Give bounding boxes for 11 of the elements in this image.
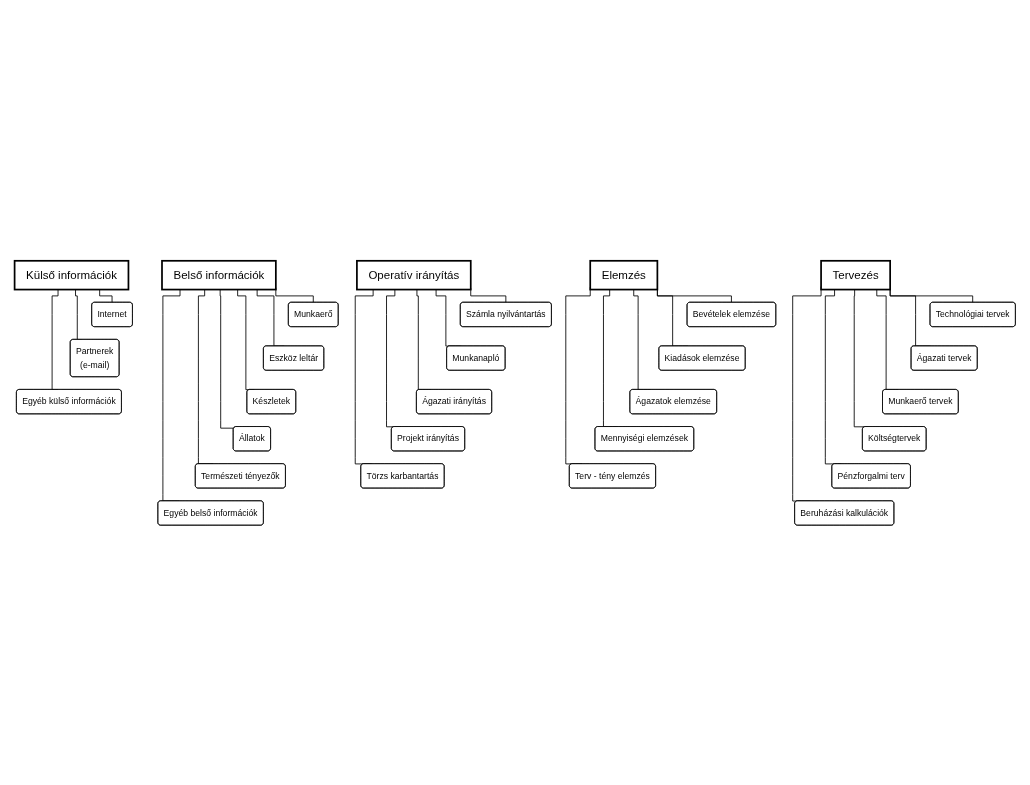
- node-box: Belső információk: [161, 259, 277, 290]
- node-box: Operatív irányítás: [356, 259, 472, 290]
- connector: [162, 288, 181, 501]
- node-box: Tervezés: [820, 259, 891, 290]
- connector: [470, 287, 507, 303]
- node-box: Külső információk: [13, 259, 130, 290]
- connector: [354, 288, 374, 464]
- node-box: Elemzés: [589, 259, 659, 290]
- connector: [219, 288, 235, 429]
- connector: [51, 288, 59, 390]
- connector: [99, 288, 113, 303]
